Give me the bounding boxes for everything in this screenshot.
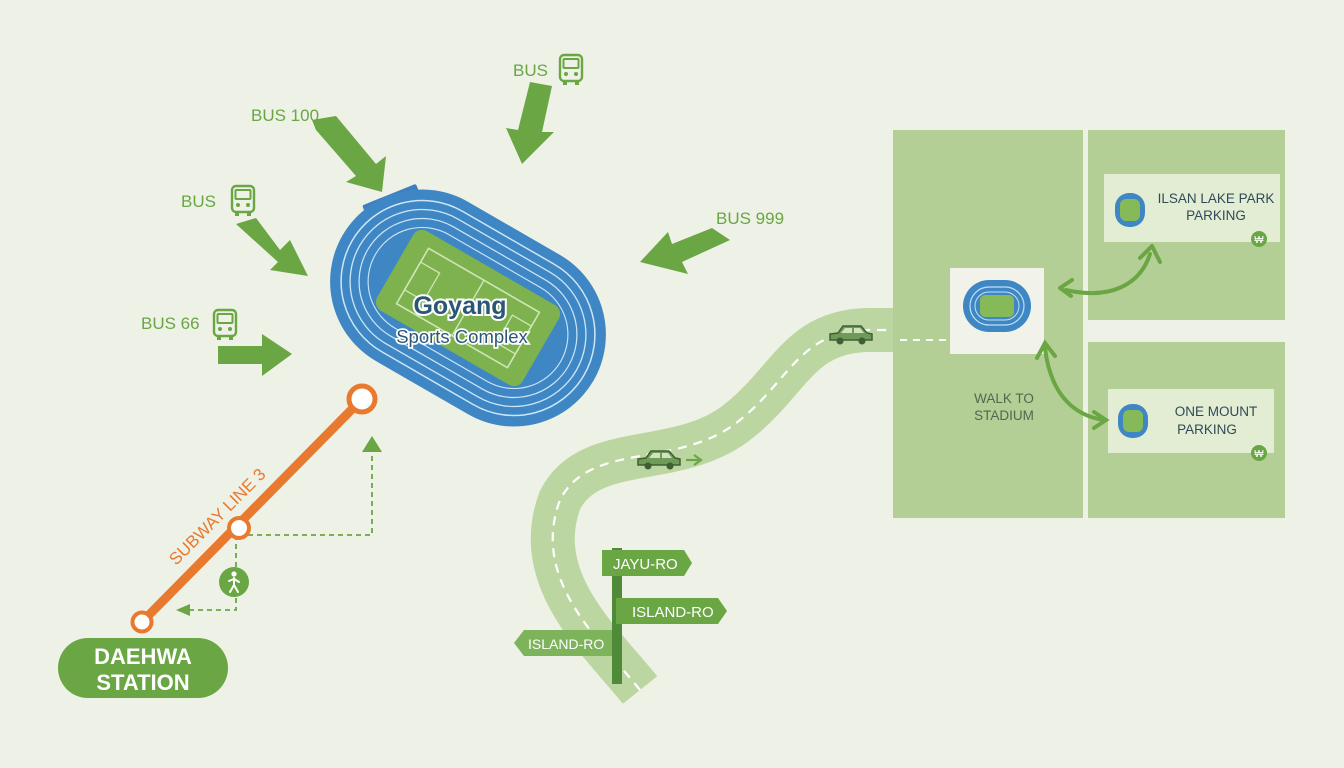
bus-icon xyxy=(212,308,238,342)
walk-arrow-up xyxy=(362,436,382,452)
fee-badge xyxy=(1251,231,1267,247)
fee-badge-symbol: ₩ xyxy=(1254,235,1264,246)
parking-stadium-card xyxy=(950,268,1044,354)
ilsan-parking-name: ILSAN LAKE PARK xyxy=(1158,191,1275,206)
bus-999-label: BUS 999 xyxy=(716,209,784,228)
goyang-sports-complex[interactable] xyxy=(296,156,639,460)
sign-jayu-ro: JAYU-RO xyxy=(613,556,678,573)
walk-to-stadium-label: WALK TO xyxy=(974,391,1034,406)
subway-stop-stadium[interactable] xyxy=(346,383,378,415)
stadium-name-sub: Sports Complex xyxy=(396,326,528,347)
sign-island-ro: ISLAND-RO xyxy=(632,604,714,621)
fee-badge xyxy=(1251,445,1267,461)
ilsan-parking-label: PARKING xyxy=(1186,208,1246,223)
traffic-direction-arrow xyxy=(686,454,703,466)
subway-line-3 xyxy=(137,394,367,627)
subway-stop-midway[interactable] xyxy=(227,516,251,540)
parking-lot-onemount[interactable]: ₩ xyxy=(1108,389,1274,461)
sign-island-ro-left: ISLAND-RO xyxy=(528,636,604,652)
parking-lot-ilsan[interactable]: ₩ xyxy=(1104,174,1280,247)
bus-icon xyxy=(558,53,584,87)
main-road xyxy=(530,308,960,704)
daehwa-station[interactable] xyxy=(58,638,228,698)
bus-top-label: BUS xyxy=(513,61,548,80)
subway-stop-daehwa[interactable] xyxy=(130,610,154,634)
walk-arrow-left xyxy=(176,604,190,616)
pedestrian-icon xyxy=(219,567,249,597)
walk-path xyxy=(180,450,373,611)
walk-to-stadium-label-2: STADIUM xyxy=(974,408,1034,423)
station-name-2: STATION xyxy=(96,670,189,695)
subway-line-label: SUBWAY LINE 3 xyxy=(165,465,269,569)
walk-arrows xyxy=(1035,244,1162,430)
bus-100-label: BUS 100 xyxy=(251,106,319,125)
bus-arrows xyxy=(218,82,730,376)
bus-icon xyxy=(230,184,256,218)
bus-left-label: BUS xyxy=(181,192,216,211)
street-sign-post xyxy=(514,548,727,684)
bus-66-label: BUS 66 xyxy=(141,314,200,333)
onemount-parking-name: ONE MOUNT xyxy=(1175,404,1258,419)
onemount-parking-label: PARKING xyxy=(1177,422,1237,437)
fee-badge-symbol: ₩ xyxy=(1254,449,1264,460)
station-name: DAEHWA xyxy=(94,644,192,669)
stadium-name: Goyang xyxy=(413,292,506,320)
